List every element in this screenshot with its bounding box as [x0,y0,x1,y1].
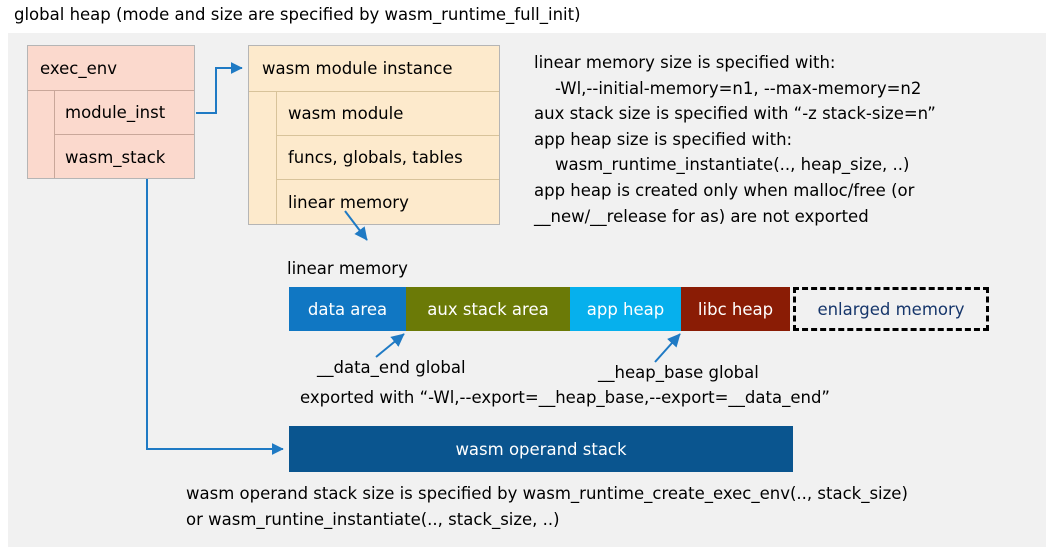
exec-env-box: exec_env module_inst wasm_stack [27,45,195,179]
wasm-module-instance-box: wasm module instance wasm module funcs, … [248,45,500,225]
memory-segment-aux-stack-area: aux stack area [406,287,570,331]
operand-stack-footnote: wasm operand stack size is specified by … [186,484,908,529]
page-title: global heap (mode and size are specified… [14,5,581,24]
wasm-module-instance-header: wasm module instance [249,46,499,92]
memory-segment-data-area: data area [289,287,406,331]
wmi-field-funcs-globals-tables: funcs, globals, tables [277,136,499,180]
exec-env-field-module-inst: module_inst [55,91,194,135]
exec-env-gutter [28,91,55,178]
wasm-module-instance-gutter [249,92,277,224]
annotation-heap-base: __heap_base global [598,363,759,382]
annotation-data-end: __data_end global [317,358,466,377]
wasm-operand-stack-bar: wasm operand stack [289,426,793,472]
memory-segment-libc-heap: libc heap [681,287,790,331]
exec-env-header: exec_env [28,46,194,91]
exec-env-field-wasm-stack: wasm_stack [65,147,166,167]
memory-segment-enlarged-memory: enlarged memory [793,287,989,331]
linear-memory-caption: linear memory [287,259,408,278]
notes-text: linear memory size is specified with: -W… [534,53,936,226]
wmi-field-wasm-module: wasm module [277,92,499,136]
memory-segment-app-heap: app heap [570,287,681,331]
annotation-exported-with: exported with “-Wl,--export=__heap_base,… [300,388,830,407]
wmi-field-linear-memory: linear memory [288,192,409,212]
